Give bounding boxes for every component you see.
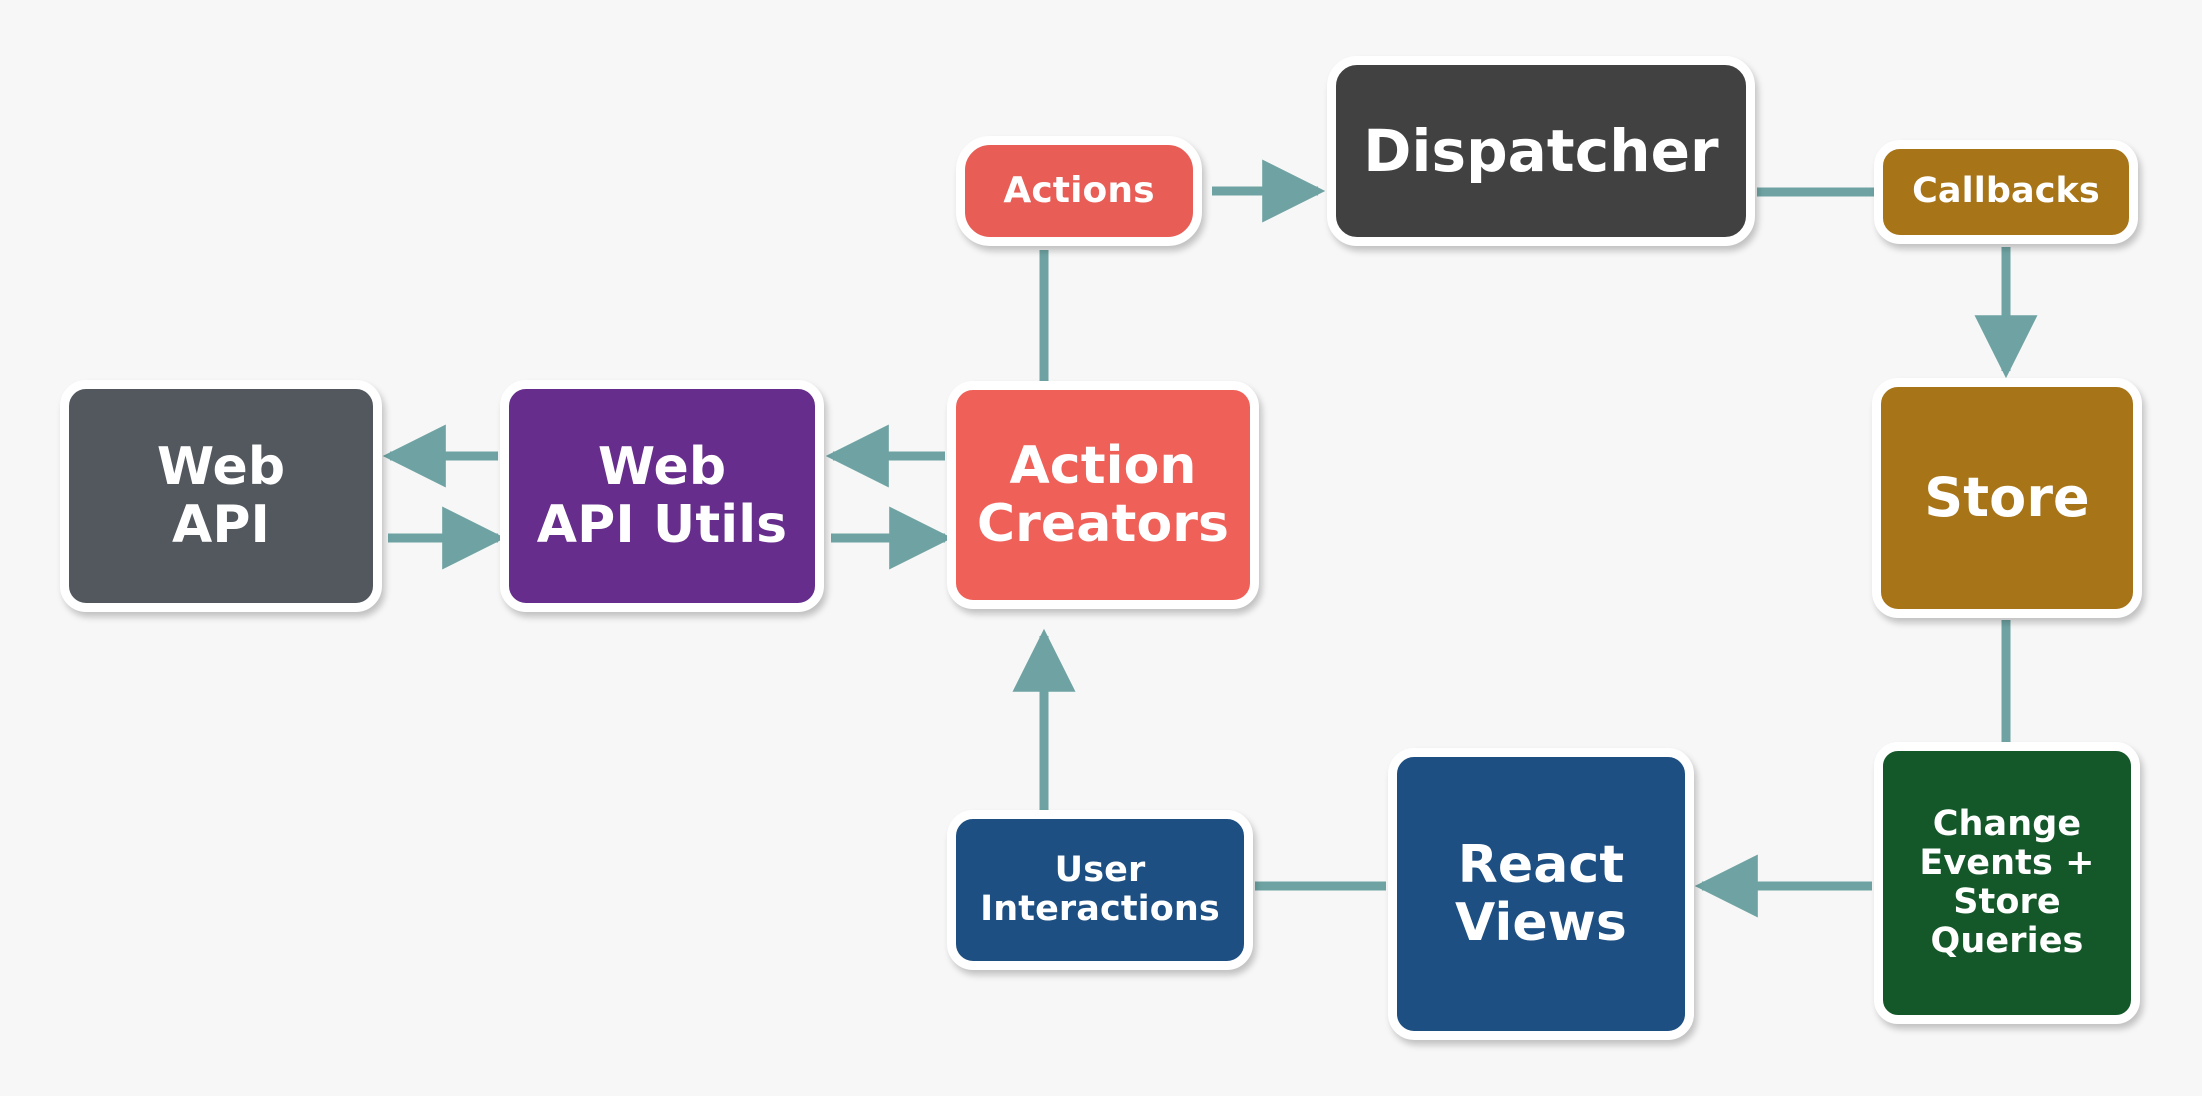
node-actions-label: Actions bbox=[1003, 169, 1155, 211]
node-web-api-label: Web API bbox=[156, 436, 286, 555]
node-actions[interactable]: Actions bbox=[956, 136, 1202, 246]
node-dispatcher[interactable]: Dispatcher bbox=[1327, 56, 1755, 246]
node-callbacks-label: Callbacks bbox=[1912, 171, 2100, 212]
node-dispatcher-label: Dispatcher bbox=[1363, 116, 1719, 185]
node-user-interactions[interactable]: User Interactions bbox=[947, 810, 1253, 970]
node-web-api[interactable]: Web API bbox=[60, 380, 382, 612]
node-react-views[interactable]: React Views bbox=[1388, 748, 1694, 1040]
node-store[interactable]: Store bbox=[1872, 378, 2142, 618]
node-web-api-utils[interactable]: Web API Utils bbox=[500, 380, 824, 612]
node-action-creators[interactable]: Action Creators bbox=[947, 381, 1259, 609]
node-react-views-label: React Views bbox=[1455, 834, 1627, 953]
node-store-label: Store bbox=[1924, 465, 2090, 529]
node-callbacks[interactable]: Callbacks bbox=[1874, 140, 2138, 244]
node-change-events-label: Change Events + Store Queries bbox=[1919, 803, 2095, 962]
node-user-interactions-label: User Interactions bbox=[980, 849, 1220, 929]
node-web-api-utils-label: Web API Utils bbox=[536, 436, 788, 555]
node-change-events-store-queries[interactable]: Change Events + Store Queries bbox=[1874, 742, 2140, 1024]
node-action-creators-label: Action Creators bbox=[976, 435, 1230, 554]
